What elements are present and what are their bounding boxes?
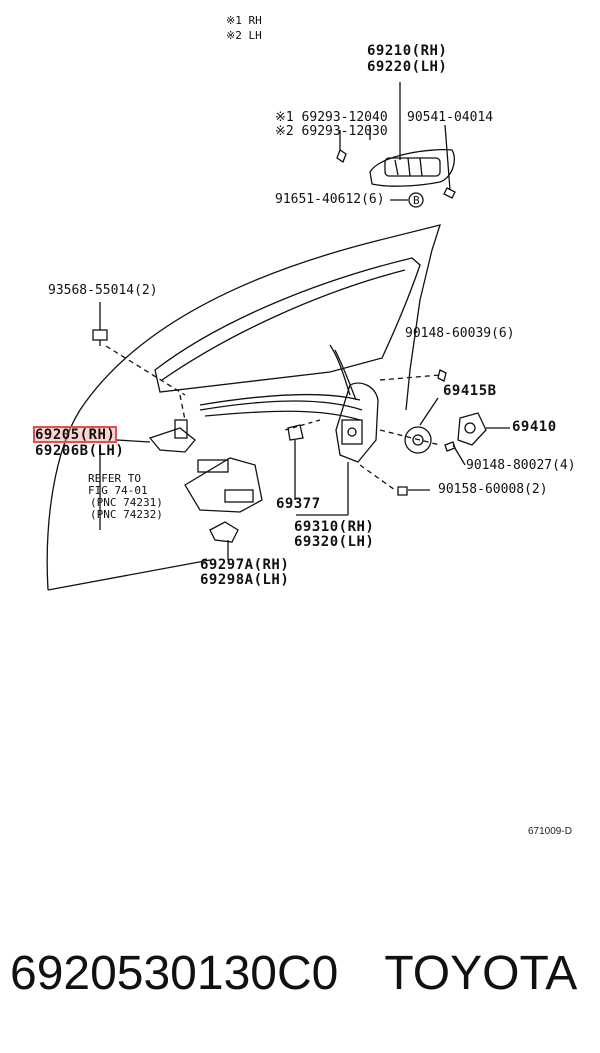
part-69210[interactable]: 69210(RH) xyxy=(367,43,448,59)
highlight-69205 xyxy=(33,426,117,443)
part-90148-80027[interactable]: 90148-80027(4) xyxy=(466,458,576,473)
door-outline xyxy=(46,224,441,591)
part-91651-40612[interactable]: 91651-40612(6) xyxy=(275,192,385,207)
refer-note-line4: (PNC 74232) xyxy=(90,508,163,521)
diagram-code: 671009-D xyxy=(528,826,572,837)
part-69377[interactable]: 69377 xyxy=(276,496,321,512)
outside-handle xyxy=(369,149,455,187)
part-69415b[interactable]: 69415B xyxy=(443,383,497,399)
part-69410[interactable]: 69410 xyxy=(512,419,557,435)
footer-brand: TOYOTA xyxy=(384,947,578,1000)
part-69298a[interactable]: 69298A(LH) xyxy=(200,572,290,588)
refer-note-line2[interactable]: FIG 74-01 xyxy=(88,484,148,497)
part-93568-55014[interactable]: 93568-55014(2) xyxy=(48,283,158,298)
part-90158-60008[interactable]: 90158-60008(2) xyxy=(438,482,548,497)
part-69293-12030[interactable]: ※2 69293-12030 xyxy=(275,124,388,139)
door-lower-edge xyxy=(47,559,211,591)
switch-panel xyxy=(184,457,263,513)
footer-part-number: 6920530130C0 xyxy=(10,947,339,1000)
part-90148-60039[interactable]: 90148-60039(6) xyxy=(405,326,515,341)
part-90541-04014[interactable]: 90541-04014 xyxy=(407,110,494,125)
part-69220[interactable]: 69220(LH) xyxy=(367,59,448,75)
part-69320[interactable]: 69320(LH) xyxy=(294,534,375,550)
legend-lh: ※2 LH xyxy=(226,29,262,42)
door-lock-assembly xyxy=(335,382,379,463)
part-69205[interactable]: 69205(RH) xyxy=(35,427,116,443)
callout-b-marker: B xyxy=(413,194,420,207)
part-69297a[interactable]: 69297A(RH) xyxy=(200,557,290,573)
footer: 6920530130C0 TOYOTA xyxy=(10,946,577,1001)
part-69293-12040[interactable]: ※1 69293-12040 xyxy=(275,110,388,125)
refer-note-line1: REFER TO xyxy=(88,472,141,485)
part-69310[interactable]: 69310(RH) xyxy=(294,519,375,535)
legend-rh: ※1 RH xyxy=(226,14,262,27)
refer-note-line3: (PNC 74231) xyxy=(90,496,163,509)
part-69206b[interactable]: 69206B(LH) xyxy=(35,443,125,459)
window-frame xyxy=(154,257,421,393)
